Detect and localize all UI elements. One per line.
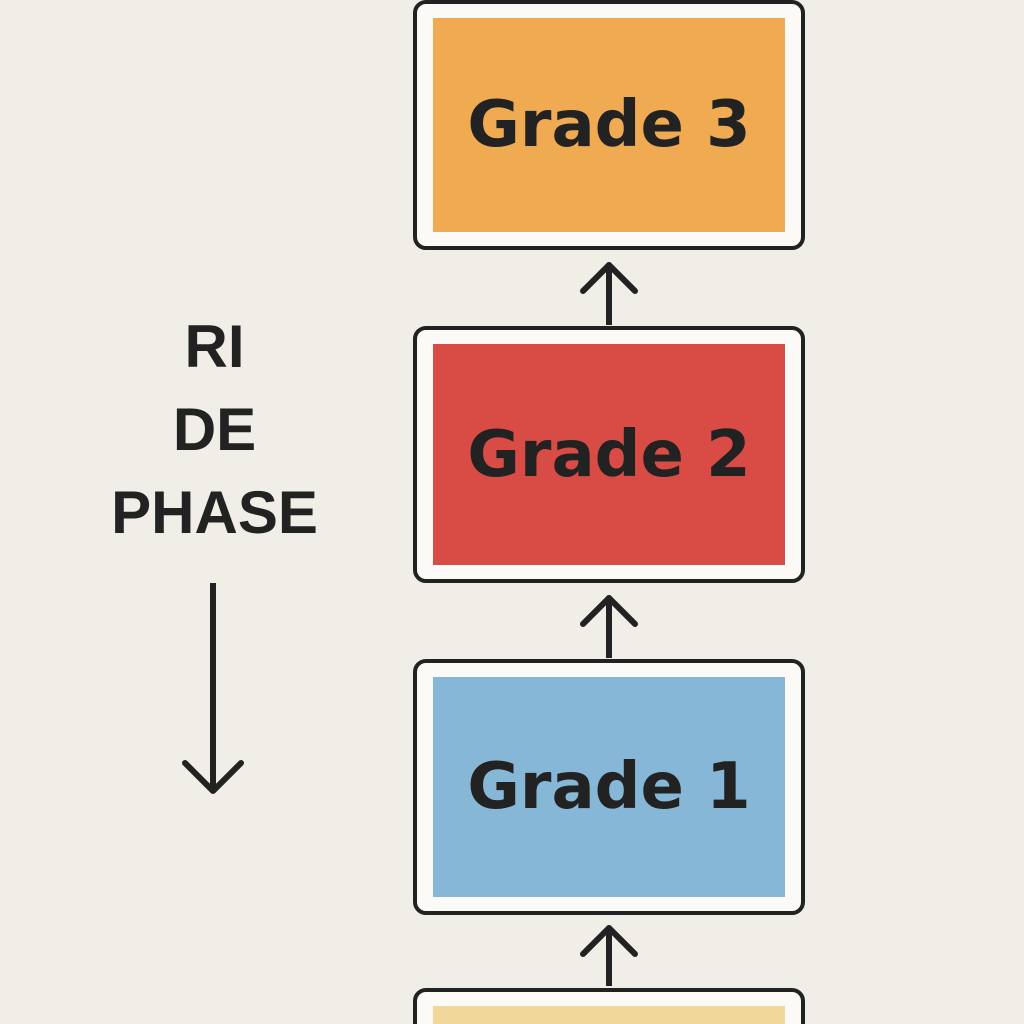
side-label-line-phase: PHASE [111,479,318,546]
arrow-up-icon [579,590,639,658]
side-label-line-ri: RI [184,313,245,380]
grade-1-box: Grade 1 [413,659,805,915]
grade-3-box: Grade 3 [413,0,805,250]
grade-3-label: Grade 3 [467,88,751,162]
arrow-up-icon [579,920,639,986]
grade-1-label: Grade 1 [467,750,751,824]
arrow-down-icon [178,583,248,803]
arrow-up-icon [579,257,639,325]
grade-1-fill: Grade 1 [433,677,785,897]
grade-2-label: Grade 2 [467,417,751,492]
grade-0-box [413,988,805,1024]
grade-2-fill: Grade 2 [433,344,785,565]
grade-0-fill [433,1006,785,1024]
side-label: RI DE PHASE [92,305,337,554]
side-label-line-de: DE [172,396,257,463]
grade-2-box: Grade 2 [413,326,805,583]
grade-3-fill: Grade 3 [433,18,785,232]
